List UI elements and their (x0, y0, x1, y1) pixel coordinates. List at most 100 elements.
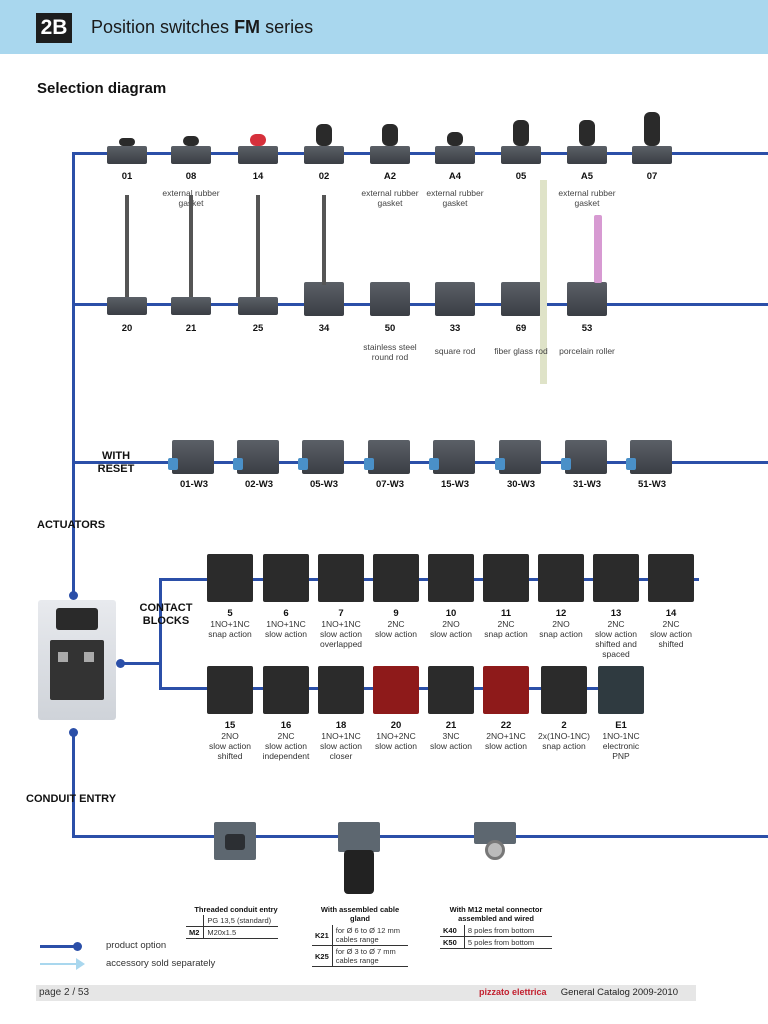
contact-block-image (598, 666, 644, 714)
actuator-head (382, 124, 398, 146)
contact-desc: 1NO+1NC (210, 619, 250, 629)
contact-code: 15 (224, 720, 236, 731)
legend-accessory-arrow (40, 963, 78, 965)
conduit-entry-label: CONDUIT ENTRY (26, 793, 117, 805)
contact-desc: 1NO+1NC (321, 619, 361, 629)
contact-code: 21 (445, 720, 457, 731)
page-number: page 2 / 53 (39, 987, 90, 998)
contact-code: 7 (338, 608, 344, 619)
actuator-image (499, 440, 541, 474)
actuator-code: A4 (448, 171, 462, 182)
reset-button (429, 458, 439, 470)
actuator-head (316, 124, 332, 146)
actuator-code: 21 (185, 323, 197, 334)
actuator-rod (322, 195, 326, 285)
contact-desc: slow action (319, 741, 363, 751)
contact-desc: 2NC (607, 619, 625, 629)
contact-desc: slow action (649, 629, 693, 639)
contact-block-image (538, 554, 584, 602)
actuator-code: 51-W3 (638, 479, 666, 490)
reset-button (561, 458, 571, 470)
actuator-code: 07-W3 (376, 479, 404, 490)
legend-product-line (40, 945, 76, 948)
contact-block-image (318, 554, 364, 602)
legend-product-option: product option (106, 940, 167, 951)
contact-desc: 3NC (442, 731, 460, 741)
legend-product-dot (73, 942, 82, 951)
contact-code: 5 (227, 608, 233, 619)
table-value: for Ø 6 to Ø 12 mm cables range (332, 925, 408, 946)
contact-desc: 2NO+1NC (486, 731, 526, 741)
section-badge: 2B (36, 13, 72, 43)
actuator-image (501, 146, 541, 164)
actuator-image (501, 282, 541, 316)
actuator-image (304, 282, 344, 316)
actuator-head (250, 134, 266, 146)
contact-code: 11 (500, 608, 512, 619)
conduit-trunk-line (72, 732, 75, 838)
contact-block-image (483, 666, 529, 714)
contact-desc: 2NO (552, 619, 570, 629)
contact-desc: shifted (217, 751, 243, 761)
contact-desc: slow action (319, 629, 363, 639)
actuator-image (368, 440, 410, 474)
page-footer: page 2 / 53 pizzato elettrica General Ca… (36, 985, 696, 1001)
contact-code: 18 (335, 720, 347, 731)
reset-button (168, 458, 178, 470)
table-value: PG 13,5 (standard) (203, 915, 278, 927)
table-value: 8 poles from bottom (464, 925, 552, 937)
actuator-image (632, 146, 672, 164)
contact-desc: 2NC (662, 619, 680, 629)
actuator-code: 25 (252, 323, 264, 334)
contact-desc: 2NO (442, 619, 460, 629)
actuator-image (435, 282, 475, 316)
actuator-note: square rod (434, 346, 476, 356)
reset-button (495, 458, 505, 470)
contact-desc: slow action (429, 629, 473, 639)
contact-desc: slow action (484, 741, 528, 751)
contact-code: 9 (393, 608, 399, 619)
contact-code: 20 (390, 720, 402, 731)
contact-desc: snap action (539, 629, 583, 639)
actuator-image (567, 282, 607, 316)
actuator-code: 01 (121, 171, 133, 182)
actuator-image (302, 440, 344, 474)
actuator-code: 15-W3 (441, 479, 469, 490)
contact-desc: slow action (264, 629, 308, 639)
actuator-image (171, 297, 211, 315)
actuator-image (565, 440, 607, 474)
actuator-code: 07 (646, 171, 658, 182)
contact-block-image (428, 554, 474, 602)
table-key (186, 915, 205, 927)
actuator-image (238, 146, 278, 164)
switch-body-image (38, 600, 116, 720)
table-key: M2 (186, 926, 205, 939)
contact-desc: snap action (208, 629, 252, 639)
contact-desc: slow action (429, 741, 473, 751)
fiber-rod (540, 180, 547, 384)
actuator-code: 05-W3 (310, 479, 338, 490)
contact-blocks-label: CONTACT BLOCKS (139, 602, 193, 627)
table-key: K21 (312, 925, 333, 946)
contact-desc: 2x(1NO-1NC) (538, 731, 590, 741)
actuator-note: external rubber gasket (361, 188, 419, 208)
contact-desc: 1NO+1NC (321, 731, 361, 741)
contact-desc: slow action (208, 741, 252, 751)
actuator-image (370, 146, 410, 164)
contact-desc: PNP (612, 751, 630, 761)
table-key: K25 (312, 945, 333, 967)
contact-link-line (120, 662, 162, 665)
